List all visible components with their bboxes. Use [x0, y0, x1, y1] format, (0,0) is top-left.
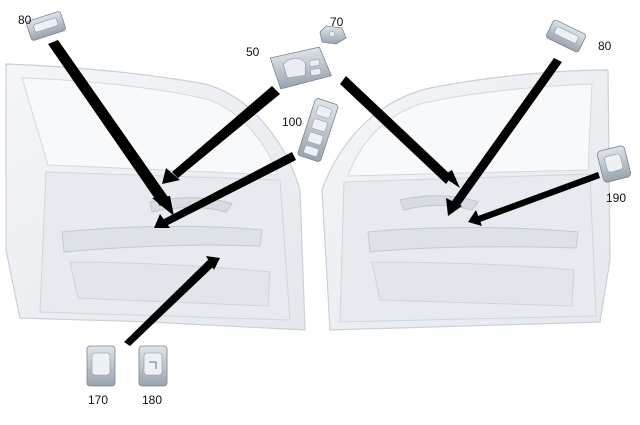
arrow-50-right-head	[442, 170, 460, 188]
part-180	[138, 345, 168, 387]
part-80-right	[546, 19, 586, 53]
arrow-100-head	[154, 214, 170, 228]
right-door-window-frame	[347, 83, 593, 177]
arrow-50	[172, 86, 280, 178]
arrow-190-head	[468, 210, 482, 226]
callout-70: 70	[330, 15, 344, 29]
callout-170: 170	[88, 393, 108, 407]
left-door-armrest	[61, 225, 263, 253]
callout-80-left: 80	[18, 13, 32, 27]
arrow-80-left-head	[152, 196, 174, 216]
arrow-50-right	[340, 76, 452, 184]
part-190	[596, 145, 632, 183]
part-80-left	[26, 11, 66, 41]
arrow-50-head	[162, 168, 180, 184]
callout-100: 100	[282, 115, 302, 129]
part-100	[297, 98, 339, 162]
part-50	[269, 46, 332, 90]
part-170	[86, 345, 116, 387]
arrow-100	[162, 152, 296, 226]
arrow-170-180	[124, 260, 214, 346]
arrow-80-right	[450, 58, 562, 208]
callout-50: 50	[246, 45, 260, 59]
leader-arrows	[48, 40, 600, 346]
arrow-80-left	[48, 40, 170, 206]
callout-180: 180	[142, 393, 162, 407]
arrow-170-180-head	[206, 256, 220, 270]
callout-80-right: 80	[598, 39, 612, 53]
arrow-190	[478, 172, 600, 222]
left-door-pocket	[69, 261, 271, 307]
right-door-pocket	[371, 261, 575, 307]
right-door-armrest	[367, 227, 579, 253]
callout-190: 190	[606, 191, 626, 205]
right-door	[321, 69, 611, 331]
arrow-80-right-head	[446, 198, 462, 216]
part-70	[319, 25, 347, 45]
